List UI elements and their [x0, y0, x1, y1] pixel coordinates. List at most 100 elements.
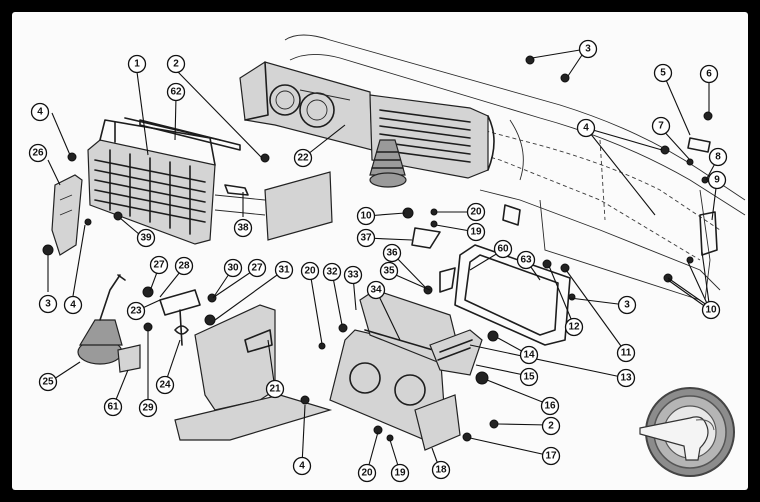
- callout-5: 5: [653, 63, 673, 83]
- svg-text:35: 35: [383, 266, 395, 277]
- svg-text:29: 29: [142, 403, 154, 414]
- callout-3: 3: [38, 294, 58, 314]
- callout-27: 27: [149, 255, 169, 275]
- svg-text:32: 32: [326, 267, 338, 278]
- svg-text:34: 34: [370, 285, 382, 296]
- part-callouts: 1 2 62 4 26 3 4 39 38 22 3 5 6 4 7 8 9 1…: [28, 39, 728, 483]
- svg-text:4: 4: [70, 300, 76, 311]
- bracket-26: [51, 174, 83, 256]
- svg-text:38: 38: [237, 223, 249, 234]
- callout-1: 1: [127, 54, 147, 74]
- callout-10: 10: [356, 206, 376, 226]
- svg-text:4: 4: [583, 123, 589, 134]
- svg-text:22: 22: [297, 153, 309, 164]
- callout-23: 23: [126, 301, 146, 321]
- svg-text:27: 27: [251, 263, 263, 274]
- callout-11: 11: [616, 343, 636, 363]
- svg-text:21: 21: [269, 384, 281, 395]
- callout-34: 34: [366, 280, 386, 300]
- svg-text:6: 6: [706, 69, 712, 80]
- callout-4: 4: [292, 456, 312, 476]
- svg-text:61: 61: [107, 402, 119, 413]
- callout-18: 18: [431, 460, 451, 480]
- svg-text:17: 17: [545, 451, 557, 462]
- svg-text:19: 19: [470, 227, 482, 238]
- callout-3: 3: [617, 295, 637, 315]
- door-18: [414, 394, 461, 451]
- left-grille-assembly: [87, 117, 221, 245]
- svg-text:4: 4: [299, 461, 305, 472]
- svg-text:9: 9: [714, 175, 720, 186]
- callout-38: 38: [233, 218, 253, 238]
- callout-63: 63: [516, 250, 536, 270]
- steering-column-boot: [369, 139, 407, 188]
- callout-3: 3: [578, 39, 598, 59]
- site-logo-badge: [639, 387, 735, 477]
- linkage-23: [159, 289, 201, 346]
- callout-20: 20: [466, 202, 486, 222]
- svg-text:20: 20: [361, 468, 373, 479]
- svg-text:39: 39: [140, 233, 152, 244]
- callout-19: 19: [466, 222, 486, 242]
- callout-22: 22: [293, 148, 313, 168]
- svg-text:27: 27: [153, 260, 165, 271]
- svg-text:10: 10: [360, 211, 372, 222]
- leader-lines: [47, 48, 719, 473]
- svg-text:25: 25: [42, 377, 54, 388]
- callout-36: 36: [382, 243, 402, 263]
- callout-16: 16: [540, 396, 560, 416]
- right-bezel: [454, 244, 571, 346]
- svg-text:23: 23: [130, 306, 142, 317]
- callout-7: 7: [651, 116, 671, 136]
- callout-14: 14: [519, 345, 539, 365]
- callout-4: 4: [30, 102, 50, 122]
- svg-text:63: 63: [520, 255, 532, 266]
- callout-13: 13: [616, 368, 636, 388]
- svg-text:24: 24: [159, 380, 171, 391]
- callout-4: 4: [576, 118, 596, 138]
- bezel-15: [429, 329, 483, 376]
- callout-17: 17: [541, 446, 561, 466]
- svg-text:3: 3: [45, 299, 51, 310]
- callout-20: 20: [357, 463, 377, 483]
- svg-text:3: 3: [624, 300, 630, 311]
- svg-text:15: 15: [523, 372, 535, 383]
- svg-text:20: 20: [470, 207, 482, 218]
- svg-text:18: 18: [435, 465, 447, 476]
- callout-9: 9: [707, 170, 727, 190]
- callout-61: 61: [103, 397, 123, 417]
- support-panel-21: [174, 304, 333, 441]
- callout-24: 24: [155, 375, 175, 395]
- svg-text:4: 4: [37, 107, 43, 118]
- svg-text:26: 26: [32, 148, 44, 159]
- callout-33: 33: [343, 265, 363, 285]
- callout-4: 4: [63, 295, 83, 315]
- callout-6: 6: [699, 64, 719, 84]
- callout-20: 20: [300, 261, 320, 281]
- svg-text:12: 12: [568, 322, 580, 333]
- callout-10: 10: [701, 300, 721, 320]
- callout-2: 2: [166, 54, 186, 74]
- callout-35: 35: [379, 261, 399, 281]
- svg-text:1: 1: [134, 59, 140, 70]
- callout-15: 15: [519, 367, 539, 387]
- heater-control-25: [77, 274, 141, 373]
- callout-60: 60: [493, 239, 513, 259]
- svg-text:2: 2: [173, 59, 179, 70]
- svg-text:31: 31: [278, 265, 290, 276]
- callout-2: 2: [541, 416, 561, 436]
- svg-text:14: 14: [523, 350, 535, 361]
- callout-27: 27: [247, 258, 267, 278]
- callout-12: 12: [564, 317, 584, 337]
- callout-31: 31: [274, 260, 294, 280]
- callout-28: 28: [174, 256, 194, 276]
- callout-8: 8: [708, 147, 728, 167]
- callout-37: 37: [356, 228, 376, 248]
- mount-plate: [214, 171, 333, 241]
- diagram-sheet: 1 2 62 4 26 3 4 39 38 22 3 5 6 4 7 8 9 1…: [12, 12, 748, 490]
- exploded-parts-diagram: 1 2 62 4 26 3 4 39 38 22 3 5 6 4 7 8 9 1…: [28, 34, 746, 483]
- svg-text:13: 13: [620, 373, 632, 384]
- svg-text:16: 16: [544, 401, 556, 412]
- fender-body-outline: [284, 34, 746, 301]
- callout-29: 29: [138, 398, 158, 418]
